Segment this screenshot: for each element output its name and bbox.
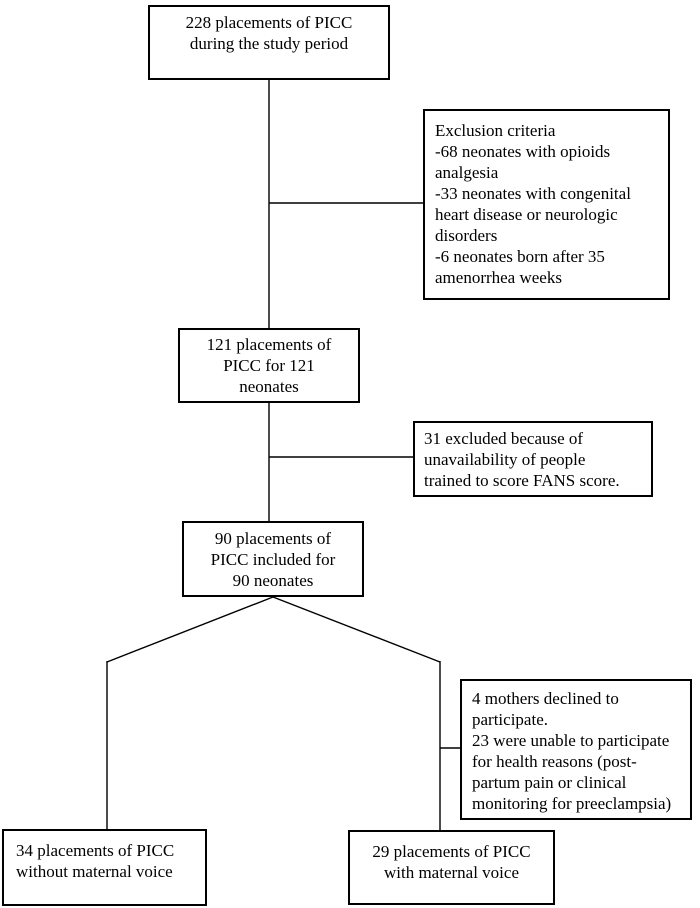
box-121-placements: 121 placements of PICC for 121 neonates <box>178 328 360 403</box>
connector-diagonal-left <box>106 596 274 663</box>
connector-diagonal-right <box>272 596 441 663</box>
box-31-excluded: 31 excluded because of unavailability of… <box>413 421 653 497</box>
box-total-placements: 228 placements of PICC during the study … <box>148 5 390 80</box>
box-with-maternal-voice: 29 placements of PICC with maternal voic… <box>348 830 555 905</box>
box-exclusion-criteria: Exclusion criteria -68 neonates with opi… <box>423 109 670 300</box>
box-90-placements: 90 placements of PICC included for 90 ne… <box>182 521 364 597</box>
box-without-maternal-voice: 34 placements of PICC without maternal v… <box>2 829 207 906</box>
box-declined-mothers: 4 mothers declined to participate. 23 we… <box>460 679 692 820</box>
